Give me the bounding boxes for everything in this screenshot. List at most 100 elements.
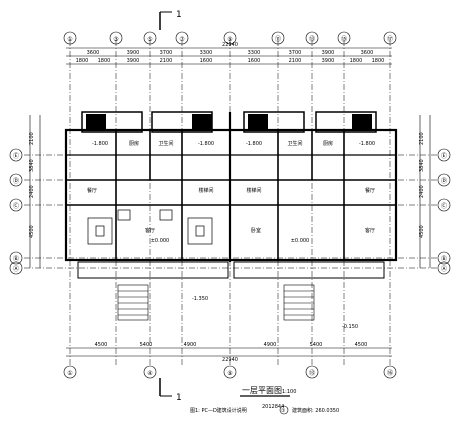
left-dimension: 2400 — [29, 185, 35, 198]
top-sub-dimension: 1800 — [98, 58, 111, 64]
axis-left-label: Ⓒ — [13, 202, 19, 210]
top-sub-dimension: 1600 — [248, 58, 261, 64]
axis-side-bubbles — [9, 148, 451, 275]
room-label: 客厅 — [145, 227, 155, 234]
top-dimension: 3700 — [289, 50, 302, 56]
axis-top-label: ⑤ — [147, 36, 152, 43]
top-dimension: 3900 — [127, 50, 140, 56]
bottom-total-dimension: 22940 — [222, 357, 238, 363]
bottom-dimension: 4500 — [355, 342, 368, 348]
top-dimension: 3300 — [248, 50, 261, 56]
room-label: 卫生间 — [158, 140, 173, 147]
section-mark-bottom — [159, 378, 172, 397]
top-total-dimension: 22940 — [222, 42, 238, 48]
axis-right-label: Ⓒ — [441, 202, 447, 210]
drawing-title: 一层平面图 — [242, 386, 282, 395]
stairs — [117, 284, 315, 321]
left-dimension: 3840 — [29, 159, 35, 172]
axis-left-label: Ⓔ — [13, 152, 19, 160]
axis-bottom-label: ④ — [147, 370, 152, 377]
top-dimension: 3900 — [322, 50, 335, 56]
room-label: 卧室 — [251, 227, 261, 234]
bottom-dimension: 5400 — [140, 342, 153, 348]
axis-left-label: Ⓓ — [13, 177, 19, 185]
side-dimensions: 2100 3840 2400 4500 2100 3840 2400 4500 — [29, 132, 425, 238]
top-dimension: 3600 — [361, 50, 374, 56]
top-sub-dimension: 3900 — [322, 58, 335, 64]
axis-left-label: Ⓑ — [13, 255, 19, 263]
axis-right-label: Ⓔ — [441, 152, 447, 160]
axis-right-label: Ⓓ — [441, 177, 447, 185]
furniture — [87, 209, 213, 245]
drawing-scale: 1:100 — [282, 389, 296, 395]
top-dimension: 3300 — [200, 50, 213, 56]
note-code: 2012844 — [262, 404, 284, 410]
axis-top-label: ⑮ — [341, 35, 347, 43]
bottom-dimension: 4500 — [95, 342, 108, 348]
room-label: 厨房 — [323, 140, 333, 147]
room-label: -1.800 — [246, 141, 262, 147]
room-labels: -1.800 厨房 卫生间 -1.800 -1.800 卫生间 厨房 -1.80… — [87, 140, 375, 330]
bottom-dimension: 5400 — [310, 342, 323, 348]
axis-top-label: ① — [67, 36, 72, 43]
axis-right-label: Ⓐ — [441, 265, 447, 273]
section-mark-top-label: 1 — [176, 10, 182, 20]
balcony-fills — [86, 114, 372, 130]
room-label: 餐厅 — [365, 187, 375, 194]
walls — [64, 111, 398, 279]
axis-top-label: ⑬ — [309, 35, 315, 43]
level-label: -0.150 — [342, 324, 358, 330]
axis-top-labels: ① ③ ⑤ ⑦ ⑨ ⑪ ⑬ ⑮ ⑰ — [67, 35, 393, 43]
bottom-dimension: 4900 — [184, 342, 197, 348]
room-label: 厨房 — [129, 140, 139, 147]
top-dimension: 3600 — [87, 50, 100, 56]
note-ref: ① — [281, 408, 286, 414]
axis-bottom-label: ⑨ — [227, 370, 232, 377]
section-mark-top — [159, 11, 172, 30]
axis-top-label: ⑨ — [227, 36, 232, 43]
note-label: 图1: PC—D建筑设计说明 — [190, 407, 247, 414]
room-label: 卫生间 — [287, 140, 302, 147]
axis-left-label: Ⓐ — [13, 265, 19, 273]
room-label: -1.800 — [359, 141, 375, 147]
level-label: ±0.000 — [291, 238, 310, 244]
right-dimension: 4500 — [419, 225, 425, 238]
note-ref-circle — [279, 405, 289, 415]
axis-top-bubbles — [63, 31, 397, 45]
axis-bottom-labels: ① ④ ⑨ ⑬ ⑯ — [67, 369, 393, 377]
section-mark-bottom-label: 1 — [176, 393, 182, 403]
axis-top-label: ⑪ — [275, 35, 281, 43]
top-sub-dimension: 1800 — [76, 58, 89, 64]
axis-top-label: ⑦ — [179, 36, 185, 43]
top-sub-dimension: 1800 — [372, 58, 385, 64]
top-dimensions: 22940 3600 3900 3700 3300 3300 3700 3900… — [76, 42, 385, 64]
axis-bottom-label: ① — [67, 370, 72, 377]
room-label: -1.800 — [198, 141, 214, 147]
dimension-lines — [29, 47, 431, 357]
right-dimension: 2400 — [419, 185, 425, 198]
left-dimension: 4500 — [29, 225, 35, 238]
top-sub-dimension: 2100 — [160, 58, 173, 64]
left-dimension: 2100 — [29, 132, 35, 145]
area-label: 建筑面积: 260.0350 — [292, 407, 339, 414]
room-label: 餐厅 — [87, 187, 97, 194]
right-dimension: 2100 — [419, 132, 425, 145]
axis-right-label: Ⓑ — [441, 255, 447, 263]
axis-top-label: ⑰ — [387, 35, 393, 43]
axis-bottom-label: ⑬ — [309, 369, 315, 377]
room-label: 楼梯间 — [198, 187, 213, 194]
axis-side-labels: Ⓔ Ⓓ Ⓒ Ⓑ Ⓐ Ⓔ Ⓓ Ⓒ Ⓑ Ⓐ — [13, 152, 447, 273]
top-sub-dimension: 1800 — [350, 58, 363, 64]
room-label: 楼梯间 — [246, 187, 261, 194]
level-label: -1.350 — [192, 296, 208, 302]
room-label: 客厅 — [365, 227, 375, 234]
axis-bottom-label: ⑯ — [387, 369, 393, 377]
axis-bottom-bubbles — [63, 365, 397, 379]
level-label: ±0.000 — [151, 238, 170, 244]
right-dimension: 3840 — [419, 159, 425, 172]
top-sub-dimension: 3900 — [127, 58, 140, 64]
bottom-dimension: 4900 — [264, 342, 277, 348]
top-sub-dimension: 2100 — [289, 58, 302, 64]
axis-top-label: ③ — [113, 36, 118, 43]
